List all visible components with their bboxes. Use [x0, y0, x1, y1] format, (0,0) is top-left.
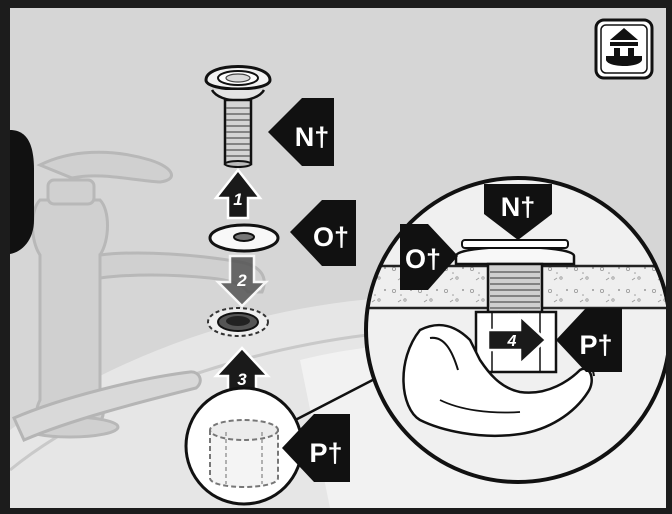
page-tab: [10, 130, 34, 254]
callout-o-main-label: O†: [313, 222, 349, 252]
step-number-4: 4: [507, 333, 517, 350]
drain-hole: [208, 308, 268, 336]
callout-p-detail-label: P†: [579, 330, 612, 360]
step-number-2: 2: [236, 271, 247, 290]
sink-installation-icon: [596, 20, 652, 78]
callout-n-detail-label: N†: [501, 192, 536, 222]
callout-o-detail-label: O†: [405, 244, 441, 274]
callout-p-main-label: P†: [309, 438, 342, 468]
callout-n-main-label: N†: [295, 122, 330, 152]
step-number-1: 1: [233, 190, 242, 209]
step-number-3: 3: [237, 370, 247, 389]
washer-part: [210, 225, 278, 251]
